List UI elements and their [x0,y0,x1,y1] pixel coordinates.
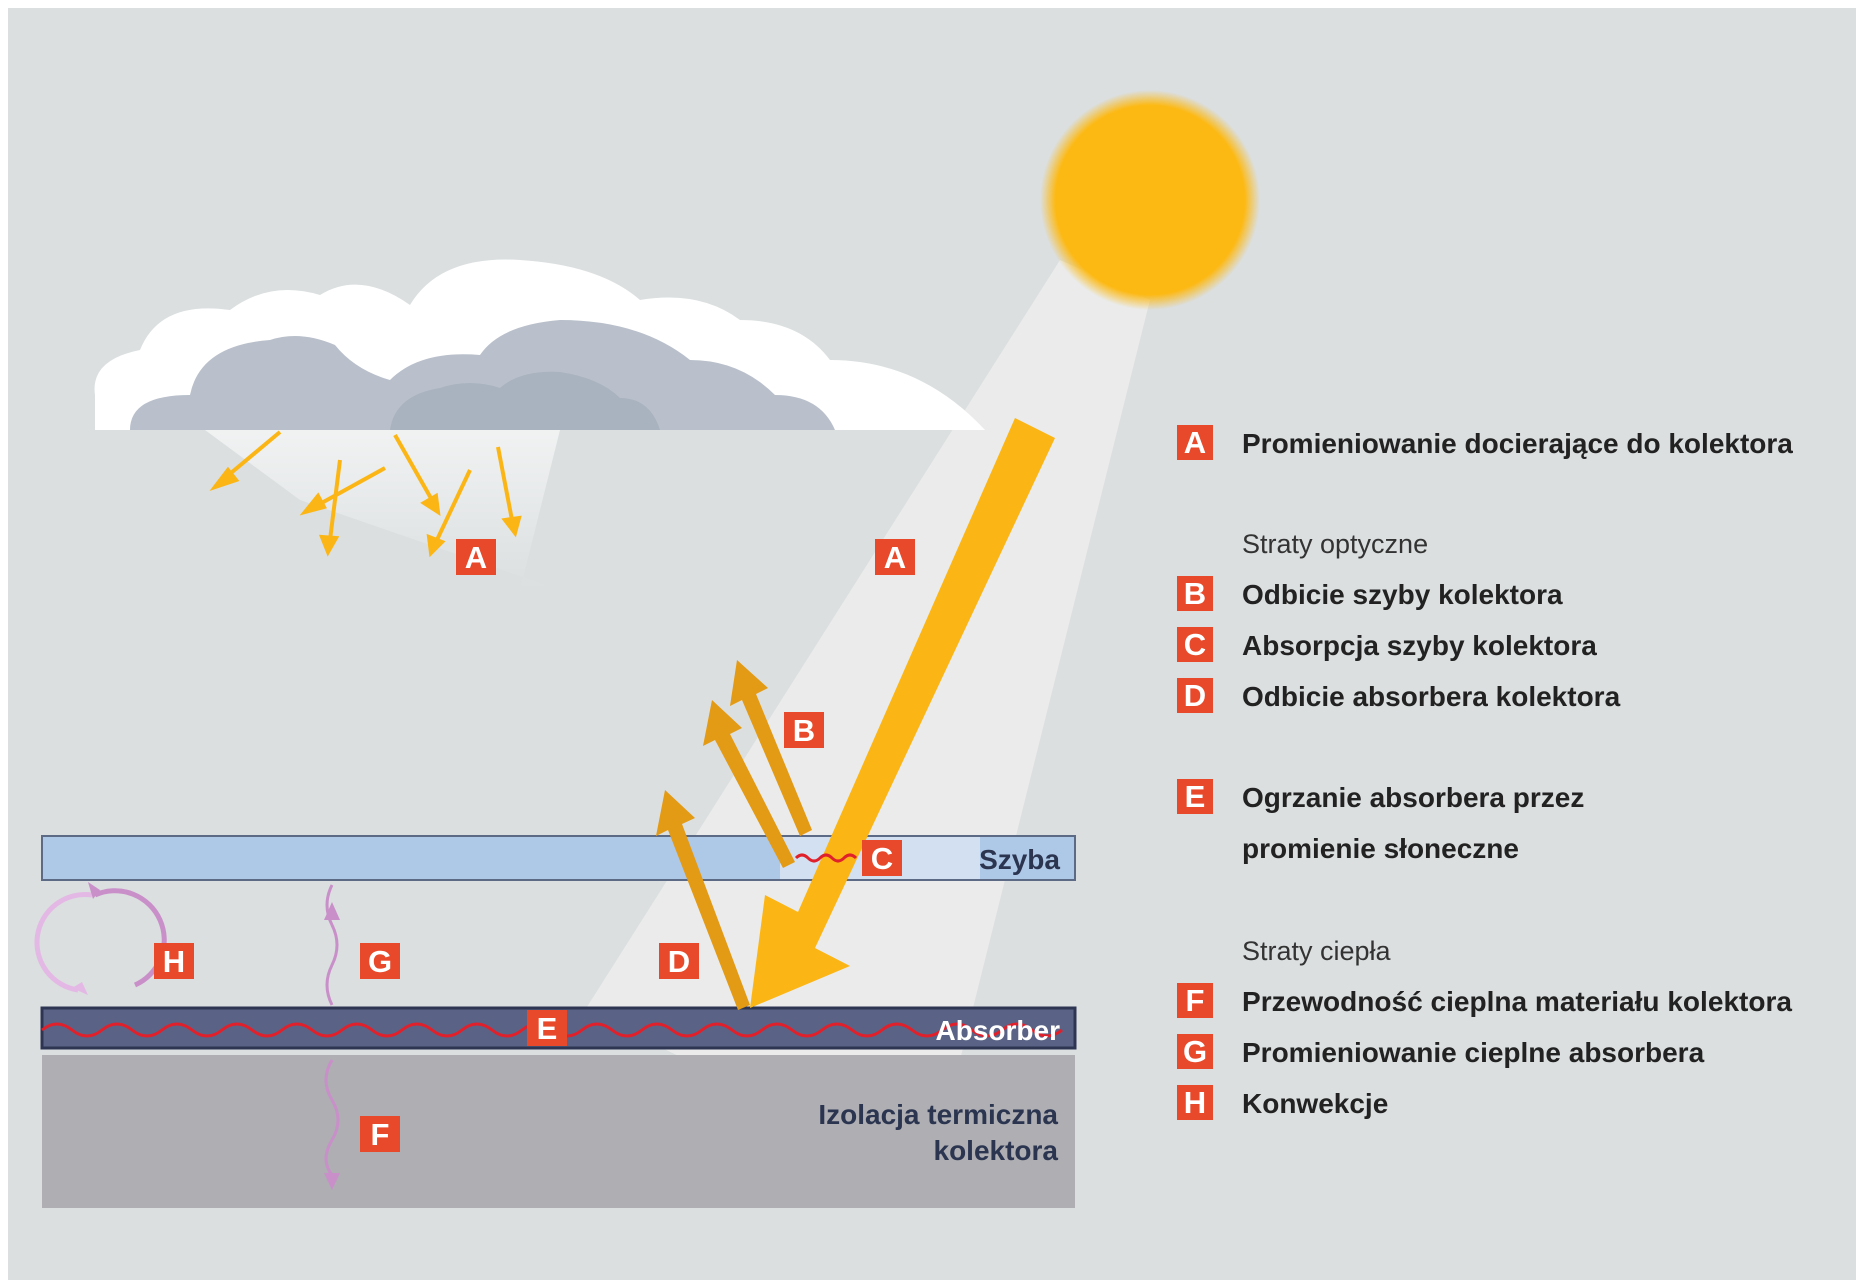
legend-item-g: G Promieniowanie cieplne absorbera [1177,1034,1705,1069]
svg-text:G: G [1183,1034,1207,1069]
legend-item-e: E Ogrzanie absorbera przez promienie sło… [1177,779,1584,864]
convection-icon [34,882,167,995]
badge-f: F [360,1116,400,1152]
svg-text:C: C [871,841,893,876]
legend-item-c: C Absorpcja szyby kolektora [1177,627,1597,662]
reflection-arrows [656,660,812,1010]
badge-h: H [154,943,194,979]
thermal-radiation-arrow [324,884,340,1006]
glass-label: Szyba [979,844,1060,875]
legend-heading-heat: Straty ciepła [1242,936,1392,966]
svg-text:F: F [1186,983,1205,1018]
cloud [94,259,985,430]
svg-text:Przewodność cieplna materiału: Przewodność cieplna materiału kolektora [1242,986,1792,1017]
svg-text:A: A [1184,425,1206,460]
svg-text:H: H [163,944,185,979]
svg-text:B: B [1184,576,1206,611]
svg-text:C: C [1184,627,1206,662]
badge-c: C [862,840,902,876]
svg-text:promienie słoneczne: promienie słoneczne [1242,833,1519,864]
badge-e: E [527,1010,567,1046]
legend-item-f: F Przewodność cieplna materiału kolektor… [1177,983,1792,1018]
svg-text:Promieniowanie cieplne absorbe: Promieniowanie cieplne absorbera [1242,1037,1705,1068]
svg-text:Promieniowanie docierające do: Promieniowanie docierające do kolektora [1242,428,1793,459]
svg-text:Ogrzanie absorbera przez: Ogrzanie absorbera przez [1242,782,1584,813]
svg-text:A: A [884,540,906,575]
insulation-label-line2: kolektora [934,1135,1059,1166]
svg-text:H: H [1184,1085,1206,1120]
svg-text:F: F [371,1117,390,1152]
svg-text:D: D [668,944,690,979]
insulation-layer [42,1055,1075,1208]
legend-item-d: D Odbicie absorbera kolektora [1177,678,1621,713]
svg-text:A: A [465,540,487,575]
svg-text:D: D [1184,678,1206,713]
incident-radiation-arrow [750,418,1055,1008]
insulation-label-line1: Izolacja termiczna [818,1099,1058,1130]
legend: A Promieniowanie docierające do kolektor… [1177,425,1793,1120]
absorber-label: Absorber [936,1015,1061,1046]
svg-text:Odbicie absorbera kolektora: Odbicie absorbera kolektora [1242,681,1621,712]
svg-text:Absorpcja szyby kolektora: Absorpcja szyby kolektora [1242,630,1597,661]
glass-absorption-wave [794,853,858,863]
sun [1040,90,1260,310]
badge-d: D [659,943,699,979]
svg-text:Odbicie szyby kolektora: Odbicie szyby kolektora [1242,579,1563,610]
legend-item-a: A Promieniowanie docierające do kolektor… [1177,425,1793,460]
svg-text:B: B [793,713,815,748]
svg-text:Konwekcje: Konwekcje [1242,1088,1388,1119]
badge-g: G [360,943,400,979]
legend-heading-optical: Straty optyczne [1242,529,1428,559]
svg-text:G: G [368,944,392,979]
legend-item-b: B Odbicie szyby kolektora [1177,576,1563,611]
svg-text:E: E [1185,779,1206,814]
diffuse-radiation-arrows [209,430,522,558]
svg-text:E: E [537,1011,558,1046]
heat-conduction-arrow [324,1059,340,1190]
legend-item-h: H Konwekcje [1177,1085,1388,1120]
badge-a-sun: A [875,539,915,575]
badge-b: B [784,712,824,748]
badge-a-cloud: A [456,539,496,575]
